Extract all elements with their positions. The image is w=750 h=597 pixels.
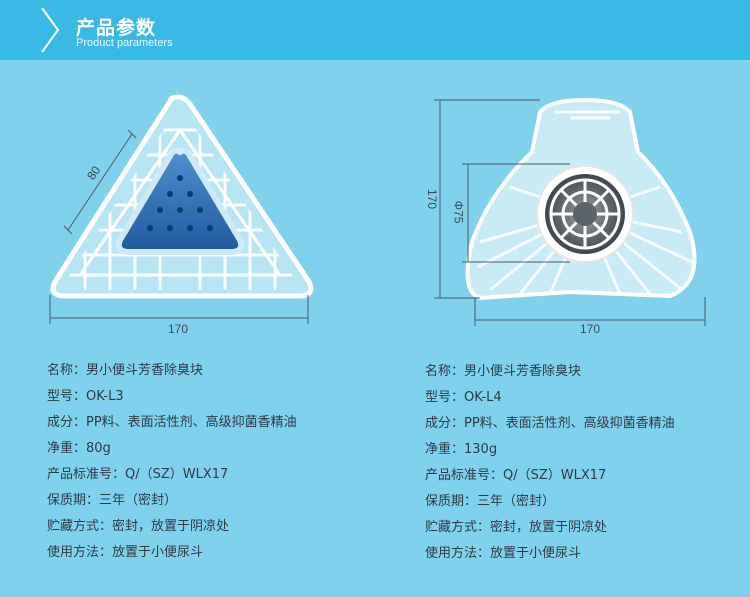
spec-standard: 产品标准号：Q/（SZ）WLX17 xyxy=(47,467,229,482)
spec-shelf-life: 保质期：三年（密封） xyxy=(47,493,178,508)
dimension-width-label: 170 xyxy=(580,322,601,336)
spec-net-weight: 净重：130g xyxy=(425,442,498,457)
product-image-ok-l4 xyxy=(434,98,706,326)
spec-standard: 产品标准号：Q/（SZ）WLX17 xyxy=(425,468,607,483)
spec-list-ok-l3: 名称：男小便斗芳香除臭块 型号：OK-L3 成分：PP料、表面活性剂、高级抑菌香… xyxy=(47,358,297,566)
spec-name: 名称：男小便斗芳香除臭块 xyxy=(425,364,582,379)
spec-model: 型号：OK-L4 xyxy=(425,390,502,405)
dimension-diameter-label: Φ75 xyxy=(451,200,466,224)
spec-name: 名称：男小便斗芳香除臭块 xyxy=(47,363,204,378)
product-image-ok-l3 xyxy=(49,94,314,324)
spec-usage: 使用方法：放置于小便尿斗 xyxy=(47,545,204,560)
dimension-height-label: 170 xyxy=(425,188,440,210)
spec-net-weight: 净重：80g xyxy=(47,441,111,456)
section-header: 产品参数 Product parameters xyxy=(0,0,750,60)
spec-model: 型号：OK-L3 xyxy=(47,389,124,404)
spec-shelf-life: 保质期：三年（密封） xyxy=(425,494,556,509)
section-subtitle: Product parameters xyxy=(76,37,173,49)
spec-storage: 贮藏方式：密封，放置于阴凉处 xyxy=(425,520,608,535)
dimension-width-label: 170 xyxy=(168,322,189,336)
spec-list-ok-l4: 名称：男小便斗芳香除臭块 型号：OK-L4 成分：PP料、表面活性剂、高级抑菌香… xyxy=(425,359,675,567)
spec-ingredients: 成分：PP料、表面活性剂、高级抑菌香精油 xyxy=(47,415,297,430)
chevron-right-icon xyxy=(41,7,60,53)
spec-ingredients: 成分：PP料、表面活性剂、高级抑菌香精油 xyxy=(425,416,675,431)
spec-storage: 贮藏方式：密封，放置于阴凉处 xyxy=(47,519,230,534)
section-title: 产品参数 xyxy=(76,17,157,39)
spec-usage: 使用方法：放置于小便尿斗 xyxy=(425,546,582,561)
